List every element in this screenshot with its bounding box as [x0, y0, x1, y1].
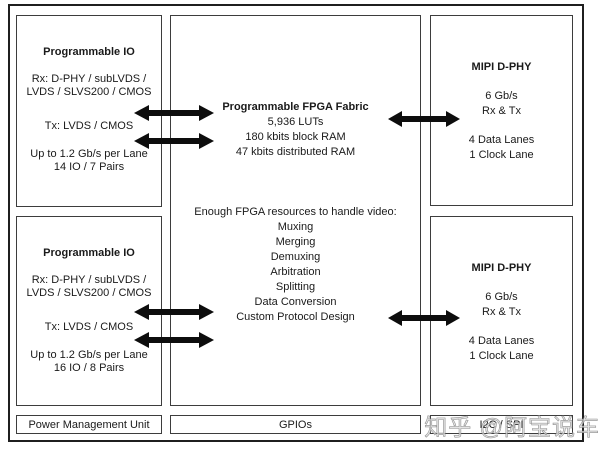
bidirectional-arrow-mipi-top [388, 111, 460, 127]
rx-spec-line1: Rx: D-PHY / subLVDS / [31, 73, 147, 85]
block-i2c-spi: I2C / SPI [430, 415, 573, 434]
lane-speed: Up to 1.2 Gb/s per Lane [30, 349, 148, 361]
mipi-data-lanes: 4 Data Lanes [468, 335, 535, 347]
block-programmable-io-top: Programmable IO Rx: D-PHY / subLVDS / LV… [16, 15, 162, 207]
gpios-label: GPIOs [278, 418, 312, 431]
block-title: Programmable FPGA Fabric [222, 101, 369, 113]
mipi-speed-spec: 6 Gb/s Rx & Tx [482, 290, 521, 320]
zhihu-watermark: 知乎 @阿宝说车 [424, 414, 600, 441]
block-title: MIPI D-PHY [471, 262, 532, 274]
bidirectional-arrow-io-bottom-1 [134, 304, 214, 320]
block-title: Programmable IO [43, 46, 135, 58]
bidirectional-arrow-io-top-1 [134, 105, 214, 121]
fabric-specs: Programmable FPGA Fabric 5,936 LUTs 180 … [222, 100, 368, 160]
block-title: Programmable IO [43, 247, 135, 259]
bidirectional-arrow-io-bottom-2 [134, 332, 214, 348]
tx-spec: Tx: LVDS / CMOS [44, 321, 134, 333]
speed-spec: Up to 1.2 Gb/s per Lane 16 IO / 8 Pairs [30, 349, 147, 375]
block-title: MIPI D-PHY [471, 61, 532, 73]
fabric-video-capabilities: Enough FPGA resources to handle video: M… [194, 205, 396, 325]
bidirectional-arrow-mipi-bottom [388, 310, 460, 326]
rx-spec: Rx: D-PHY / subLVDS / LVDS / SLVS200 / C… [27, 73, 152, 99]
block-mipi-dphy-bottom: MIPI D-PHY 6 Gb/s Rx & Tx 4 Data Lanes 1… [430, 216, 573, 406]
video-intro: Enough FPGA resources to handle video: [194, 206, 397, 218]
rx-spec-line2: LVDS / SLVS200 / CMOS [26, 287, 152, 299]
video-item: Custom Protocol Design [236, 311, 355, 323]
pmu-label: Power Management Unit [28, 418, 150, 431]
video-item: Splitting [275, 281, 316, 293]
video-item: Merging [275, 236, 316, 248]
video-item: Demuxing [270, 251, 321, 263]
video-item: Arbitration [270, 266, 321, 278]
block-mipi-dphy-top: MIPI D-PHY 6 Gb/s Rx & Tx 4 Data Lanes 1… [430, 15, 573, 206]
i2c-spi-label: I2C / SPI [479, 418, 524, 431]
fabric-block-ram: 180 kbits block RAM [245, 131, 346, 143]
fabric-luts: 5,936 LUTs [267, 116, 324, 128]
video-item: Data Conversion [254, 296, 337, 308]
speed-spec: Up to 1.2 Gb/s per Lane 14 IO / 7 Pairs [30, 148, 147, 174]
io-pairs: 16 IO / 8 Pairs [53, 362, 125, 374]
mipi-clock-lane: 1 Clock Lane [469, 149, 534, 161]
mipi-lane-spec: 4 Data Lanes 1 Clock Lane [469, 334, 534, 364]
block-power-management-unit: Power Management Unit [16, 415, 162, 434]
tx-spec: Tx: LVDS / CMOS [44, 120, 134, 132]
mipi-rxtx: Rx & Tx [482, 105, 521, 117]
io-pairs: 14 IO / 7 Pairs [53, 161, 125, 173]
mipi-rxtx: Rx & Tx [482, 306, 521, 318]
mipi-data-lanes: 4 Data Lanes [468, 134, 535, 146]
mipi-lane-spec: 4 Data Lanes 1 Clock Lane [469, 133, 534, 163]
lane-speed: Up to 1.2 Gb/s per Lane [30, 148, 148, 160]
fabric-distributed-ram: 47 kbits distributed RAM [235, 146, 356, 158]
mipi-gbps: 6 Gb/s [485, 90, 518, 102]
bidirectional-arrow-io-top-2 [134, 133, 214, 149]
rx-spec-line2: LVDS / SLVS200 / CMOS [26, 86, 152, 98]
rx-spec-line1: Rx: D-PHY / subLVDS / [31, 274, 147, 286]
rx-spec: Rx: D-PHY / subLVDS / LVDS / SLVS200 / C… [27, 274, 152, 300]
mipi-clock-lane: 1 Clock Lane [469, 350, 534, 362]
block-gpios: GPIOs [170, 415, 421, 434]
mipi-gbps: 6 Gb/s [485, 291, 518, 303]
video-item: Muxing [277, 221, 314, 233]
mipi-speed-spec: 6 Gb/s Rx & Tx [482, 89, 521, 119]
